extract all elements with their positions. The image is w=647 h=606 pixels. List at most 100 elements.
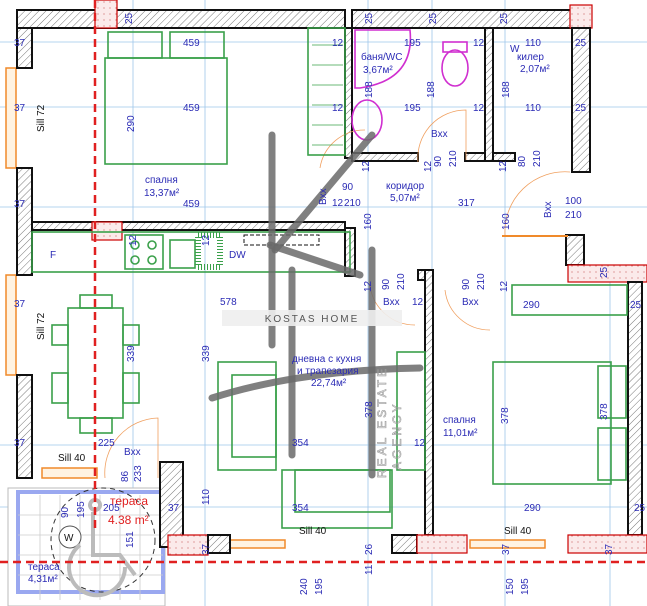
dimension-label: 110 [525, 38, 541, 49]
dimension-label: 195 [76, 501, 87, 518]
corridor-area: 5,07м² [390, 193, 420, 204]
dimension-label: 378 [599, 403, 610, 420]
dimension-label: 80 [517, 155, 528, 167]
living-name-2: и трапезария [297, 366, 359, 377]
bedroom2-area: 11,01м² [443, 428, 478, 439]
dimension-label: 160 [363, 213, 374, 230]
shower-icon [354, 29, 412, 89]
dimension-label: 25 [428, 12, 439, 24]
dimension-label: 459 [183, 38, 200, 49]
dimension-label: 25 [630, 300, 642, 311]
dimension-label: Bxx [431, 129, 448, 140]
dimension-label: 37 [14, 199, 26, 210]
closet-area: 2,07м² [520, 64, 550, 75]
dimension-label: 160 [501, 213, 512, 230]
dimension-label: 37 [604, 543, 615, 555]
dimension-label: Sill 40 [58, 453, 86, 464]
dimension-label: 354 [292, 503, 309, 514]
dimension-label: 240 [299, 578, 310, 595]
dimension-label: 12 [332, 103, 344, 114]
windows [5, 67, 546, 549]
dimension-label: 25 [364, 12, 375, 24]
dishwasher-label: DW [229, 250, 246, 261]
dimension-label: 210 [565, 210, 582, 221]
dimension-label: 339 [201, 345, 212, 362]
dimension-label: 378 [500, 407, 511, 424]
dimension-label: 354 [292, 438, 309, 449]
logo-watermark: KOSTAS HOME REAL ESTATE AGENCY [208, 131, 424, 479]
dimension-label: 37 [14, 38, 26, 49]
corridor-name: коридор [386, 181, 425, 192]
dimension-label: 195 [520, 578, 531, 595]
dimension-label: 90 [461, 278, 472, 290]
dimension-label: 578 [220, 297, 237, 308]
terrace-old-area: 4,31м² [28, 574, 58, 585]
logo-line1: REAL ESTATE [375, 366, 389, 478]
tv-unit [396, 351, 426, 471]
dimension-label: Bxx [543, 201, 554, 218]
sofa [217, 361, 277, 471]
dimension-label: 26 [364, 543, 375, 555]
dimension-label: 25 [124, 12, 135, 24]
dimension-label: Sill 40 [299, 526, 327, 537]
dimension-label: Bxx [462, 297, 479, 308]
dimension-label: 12 [332, 198, 344, 209]
sink-icon [351, 99, 383, 141]
dimension-label: 210 [448, 150, 459, 167]
dimension-label: 12 [363, 280, 374, 292]
dimension-label: 210 [532, 150, 543, 167]
closet-name: килер [517, 52, 544, 63]
dimension-label: Bxx [383, 297, 400, 308]
dimension-label: 188 [501, 81, 512, 98]
dimension-label: 25 [634, 503, 646, 514]
dimension-label: 317 [458, 198, 475, 209]
dimension-label: 90 [381, 278, 392, 290]
bed-1 [104, 57, 228, 165]
logo-brand: KOSTAS HOME [265, 314, 360, 325]
washer-closet-label: W [510, 44, 520, 55]
doors [104, 109, 571, 479]
dimension-label: 195 [404, 103, 421, 114]
dimension-label: 12 [128, 234, 139, 246]
dimension-label: Bxx [124, 447, 141, 458]
dimension-label: 25 [575, 38, 587, 49]
dimension-label: Sill 72 [36, 104, 47, 132]
dining-table [67, 307, 124, 419]
dimension-label: 225 [98, 438, 115, 449]
living-area: 22,74м² [311, 378, 347, 389]
fridge-label: F [50, 250, 56, 261]
walls [16, 0, 647, 556]
dimension-label: 37 [501, 543, 512, 555]
bathroom-name: баня/WC [361, 51, 402, 63]
dimension-label: 12 [332, 38, 344, 49]
dimension-label: 86 [120, 470, 131, 482]
dimension-label: 12 [498, 160, 509, 172]
dimension-label: 459 [183, 103, 200, 114]
dimension-label: 90 [342, 182, 354, 193]
dimension-label: 210 [396, 273, 407, 290]
dimension-label: 12 [361, 160, 372, 172]
dimension-label: 12 [473, 103, 485, 114]
bedroom1-area: 13,37м² [144, 188, 180, 199]
dimension-label: 150 [505, 578, 516, 595]
dimension-label: 110 [201, 489, 212, 505]
dimension-label: Sill 72 [36, 312, 47, 340]
room-labels: спалня 13,37м² баня/WC 3,67м² килер 2,07… [28, 44, 550, 585]
dimension-label: 25 [499, 12, 510, 24]
dimension-label: 188 [364, 81, 375, 98]
wardrobe-1 [307, 27, 346, 156]
dimension-label: 37 [168, 503, 180, 514]
terrace-old-name: тераса [28, 562, 60, 573]
bedroom2-name: спалня [443, 415, 476, 426]
dimension-label: 210 [344, 198, 361, 209]
dimension-label: 151 [125, 531, 136, 548]
dimension-label: 90 [433, 155, 444, 167]
wardrobe-2 [511, 284, 628, 316]
bed-2 [492, 361, 612, 485]
dimension-label: 339 [126, 345, 137, 362]
dimension-label: 25 [575, 103, 587, 114]
dimension-label: 210 [476, 273, 487, 290]
dimension-label: 195 [314, 578, 325, 595]
living-name-1: дневна с кухня [292, 354, 361, 365]
dimension-label: 25 [599, 266, 610, 278]
